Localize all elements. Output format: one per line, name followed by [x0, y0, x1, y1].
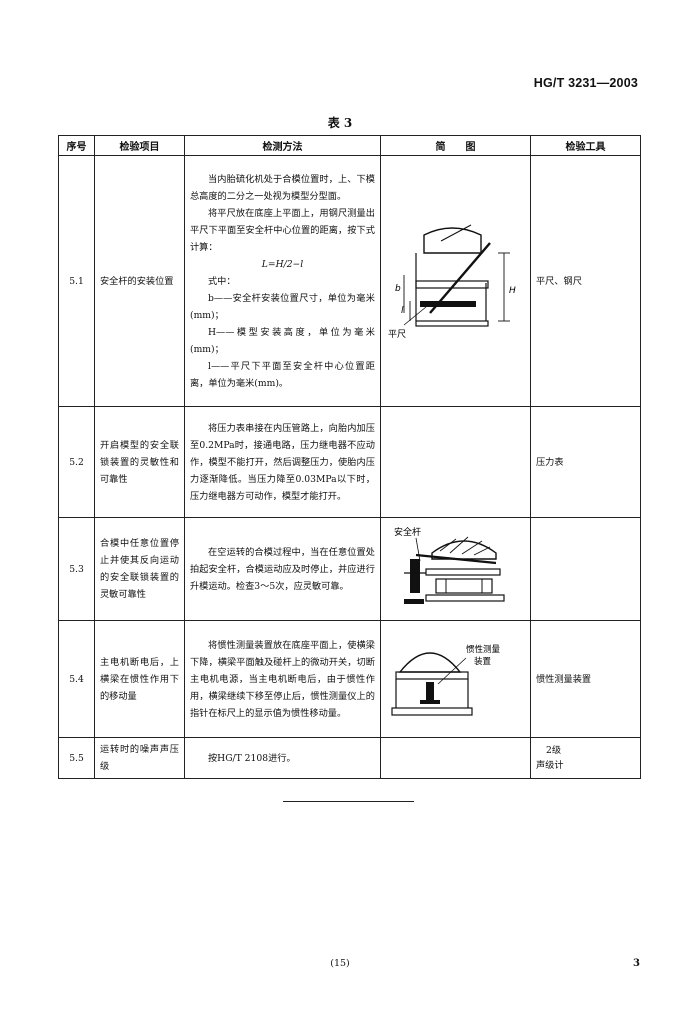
row-diagram: H b l 平尺	[380, 155, 531, 407]
side-column	[410, 559, 420, 593]
inertia-device-base	[420, 700, 440, 704]
row-item: 运转时的噪声声压级	[94, 737, 185, 779]
method-paragraph: 式中：	[208, 275, 236, 287]
inertia-measurement-diagram: 惯性测量 装置	[391, 644, 501, 716]
inertia-device-label: 装置	[474, 656, 492, 667]
inertia-device	[426, 682, 434, 700]
method-paragraph: 在空运转的合模过程中，当在任意位置处拍起安全杆，合模运动应及时停止，并应进行升模…	[190, 546, 375, 592]
row-item: 合模中任意位置停止并使其反向运动的安全联锁装置的灵敏可靠性	[94, 517, 185, 621]
row-number: 5.1	[58, 155, 95, 407]
row-tool: 平尺、钢尺	[530, 155, 641, 407]
method-paragraph: 将压力表串接在内压管路上，向胎内加压至0.2MPa时，接通电路，压力继电器不应动…	[190, 422, 375, 502]
row-method: 当内胎硫化机处于合模位置时，上、下模总高度的二分之一处视为模型分型面。 将平尺放…	[184, 155, 381, 407]
method-paragraph: 当内胎硫化机处于合模位置时，上、下模总高度的二分之一处视为模型分型面。	[190, 173, 375, 202]
col-header-tool: 检验工具	[530, 135, 641, 156]
row-method: 将惯性测量装置放在底座平面上，使横梁下降，横梁平面触及碰杆上的微动开关，切断主电…	[184, 620, 381, 738]
dome-hatch	[439, 536, 491, 556]
row-tool: 惯性测量装置	[530, 620, 641, 738]
table-header-row: 序号 检验项目 检测方法 简 图 检验工具	[58, 135, 641, 156]
table-row: 5.4 主电机断电后，上横梁在惯性作用下的移动量 将惯性测量装置放在底座平面上，…	[58, 620, 641, 738]
base-plate	[391, 707, 473, 716]
lower-mould	[435, 578, 493, 594]
method-paragraph: 将惯性测量装置放在底座平面上，使横梁下降，横梁平面触及碰杆上的微动开关，切断主电…	[190, 639, 375, 719]
dimension-h-label: H	[509, 286, 516, 296]
row-item: 安全杆的安装位置	[94, 155, 185, 407]
tool-grade: 2级	[546, 745, 562, 756]
method-paragraph: 将平尺放在底座上平面上，用钢尺测量出平尺下平面至安全杆中心位置的距离，按下式计算…	[190, 207, 375, 253]
col-header-diagram: 简 图	[380, 135, 531, 156]
row-item: 主电机断电后，上横梁在惯性作用下的移动量	[94, 620, 185, 738]
end-rule	[283, 801, 414, 802]
row-tool	[530, 517, 641, 621]
middle-plate	[415, 280, 489, 289]
method-formula: L=H/2−l	[261, 258, 304, 270]
row-number: 5.3	[58, 517, 95, 621]
row-diagram	[380, 406, 531, 518]
method-paragraph: l——平尺下平面至安全杆中心位置距离，单位为毫米(mm)。	[190, 360, 375, 389]
base-plate	[425, 594, 505, 602]
middle-plate	[425, 568, 501, 576]
standard-code: HG/T 3231—2003	[533, 76, 638, 90]
tool-name: 声级计	[536, 760, 564, 771]
row-tool: 2级 声级计	[530, 737, 641, 779]
upper-mould-shape	[423, 227, 482, 254]
safety-bar-line	[415, 553, 497, 565]
safety-bar-label: 安全杆	[394, 526, 421, 538]
row-tool: 压力表	[530, 406, 641, 518]
row-method: 按HG/T 2108进行。	[184, 737, 381, 779]
table-row: 5.2 开启模型的安全联锁装置的灵敏性和可靠性 将压力表串接在内压管路上，向胎内…	[58, 406, 641, 518]
row-diagram: 惯性测量 装置	[380, 620, 531, 738]
row-number: 5.5	[58, 737, 95, 779]
table-row: 5.5 运转时的噪声声压级 按HG/T 2108进行。 2级 声级计	[58, 737, 641, 779]
col-header-method: 检测方法	[184, 135, 381, 156]
page-number: 3	[633, 958, 640, 969]
dimension-l-label: l	[401, 306, 404, 316]
safety-bar-test-diagram: 安全杆	[394, 526, 505, 604]
row-number: 5.2	[58, 406, 95, 518]
method-paragraph: b——安全杆安装位置尺寸，单位为毫米(mm)；	[190, 292, 375, 321]
row-number: 5.4	[58, 620, 95, 738]
method-paragraph: 按HG/T 2108进行。	[208, 752, 296, 764]
inertia-device-label: 惯性测量	[466, 644, 501, 655]
table-title: 表 3	[327, 116, 353, 130]
base-plate	[415, 320, 489, 327]
col-header-item: 检验项目	[94, 135, 185, 156]
row-diagram: 安全杆	[380, 517, 531, 621]
upper-beam	[395, 671, 469, 680]
inspection-table: 序号 检验项目 检测方法 简 图 检验工具 5.1 安全杆的安装位置 当内胎硫化…	[58, 135, 641, 779]
row-diagram	[380, 737, 531, 779]
center-page-number: (15)	[330, 958, 350, 969]
dome-mould-shape	[431, 540, 497, 560]
label-leader-line	[437, 657, 467, 685]
label-leader-line	[403, 306, 427, 326]
method-paragraph: H——模型安装高度，单位为毫米(mm)；	[190, 326, 375, 355]
dome-mould-shape	[398, 652, 462, 673]
col-header-num: 序号	[58, 135, 95, 156]
flat-ruler-label: 平尺	[388, 329, 406, 340]
row-method: 在空运转的合模过程中，当在任意位置处拍起安全杆，合模运动应及时停止，并应进行升模…	[184, 517, 381, 621]
table-row: 5.3 合模中任意位置停止并使其反向运动的安全联锁装置的灵敏可靠性 在空运转的合…	[58, 517, 641, 621]
mould-hatch	[440, 224, 472, 242]
row-method: 将压力表串接在内压管路上，向胎内加压至0.2MPa时，接通电路，压力继电器不应动…	[184, 406, 381, 518]
dimension-b-label: b	[395, 284, 401, 294]
label-leader-line	[415, 537, 421, 562]
safety-bar-position-diagram: H b l 平尺	[388, 224, 516, 340]
row-item: 开启模型的安全联锁装置的灵敏性和可靠性	[94, 406, 185, 518]
base-foot	[404, 599, 424, 604]
table-row: 5.1 安全杆的安装位置 当内胎硫化机处于合模位置时，上、下模总高度的二分之一处…	[58, 155, 641, 407]
flat-ruler-plate	[420, 301, 476, 307]
